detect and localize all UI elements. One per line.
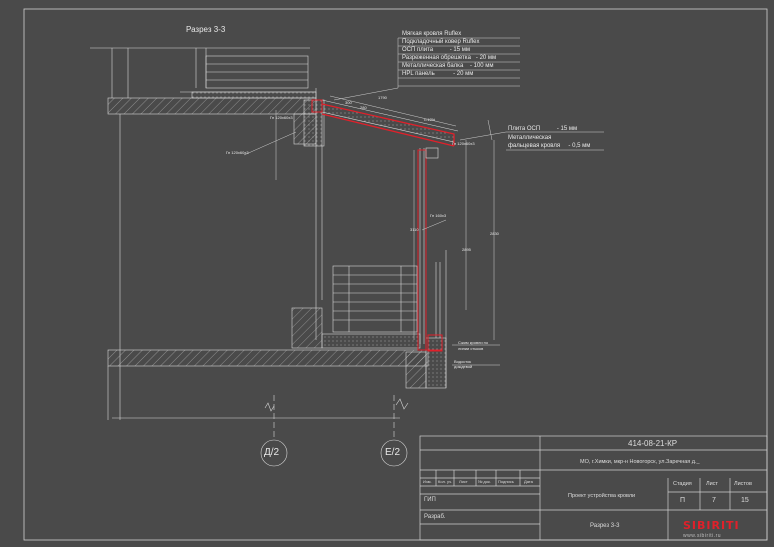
sheet-label: Лист [706,481,718,487]
right-note-line: Плита ОСП - 15 мм [508,126,578,132]
dimension-label: 2895 [462,247,471,252]
profile-label: Гн 120х60х3 [270,115,293,120]
dimension-label: 300 [345,100,352,105]
right-note-line: фальцевая кровля - 0,5 мм [508,143,591,149]
layer-item: HPL панель - 20 мм [402,71,474,77]
stamp-header: Кол. уч. [438,479,453,484]
stage-label: Стадия [673,481,692,487]
building-structure [90,47,447,420]
stamp-header: Лист [459,479,468,484]
dimension-label: 2830 [490,231,499,236]
axis-markers [260,395,408,467]
project-address: МО, г.Химки, мкр-н Новогорск, ул.Заречна… [580,459,700,465]
sheet-value: 7 [712,497,716,504]
stamp-header: Изм. [423,479,432,484]
company-logo: SIBIRITI www.sibiriti.ru [681,519,761,543]
stamp-header: № док. [478,479,491,484]
roof-canopy [311,99,459,352]
layer-item: Металлическая балка - 100 мм [402,63,494,69]
logo-url: www.sibiriti.ru [683,533,722,539]
axis-label-e2: Е/2 [385,447,401,458]
layer-item: Подкладочный ковер Ruflex [402,39,480,45]
layer-item: Разреженная обрешетка - 20 мм [402,55,497,61]
callout-note: линии стыков [458,346,484,351]
slope-label: i=12% [424,117,436,122]
profile-label: Гн 120х60х3 [452,141,475,146]
project-name: Проект устройства кровли [568,493,636,499]
profile-label: Гн 120х60х3 [226,150,249,155]
sheet-name: Разрез 3-3 [590,523,620,529]
logo-brand: SIBIRITI [683,519,740,532]
drawing-title: Разрез 3-3 [186,25,226,34]
right-note-line: Металлическая [508,135,552,141]
stage-value: П [680,497,686,504]
dimension-label: 1790 [378,95,387,100]
sheet-frame [23,8,768,541]
role-developer: Разраб. [424,514,446,520]
project-code: 414-08-21-КР [628,439,678,448]
callout-note: Сжим кровли по [458,340,489,345]
profile-label: Гн 160х3 [430,213,447,218]
layer-item: Мягкая кровля Ruflex [402,31,462,37]
dimension-label: 280 [360,105,367,110]
stamp-header: Дата [524,479,533,484]
dimension-lines [243,37,604,366]
callout-gutter: Водосток дождевой [454,359,473,369]
dimension-label: 3110 [410,227,419,232]
sheets-label: Листов [734,481,752,487]
role-gip: ГИП [424,497,436,503]
axis-label-d2: Д/2 [264,447,280,458]
stamp-header: Подпись [498,479,514,484]
title-block [419,435,768,541]
sheets-value: 15 [741,497,749,504]
layer-item: ОСП плита - 15 мм [402,47,471,53]
